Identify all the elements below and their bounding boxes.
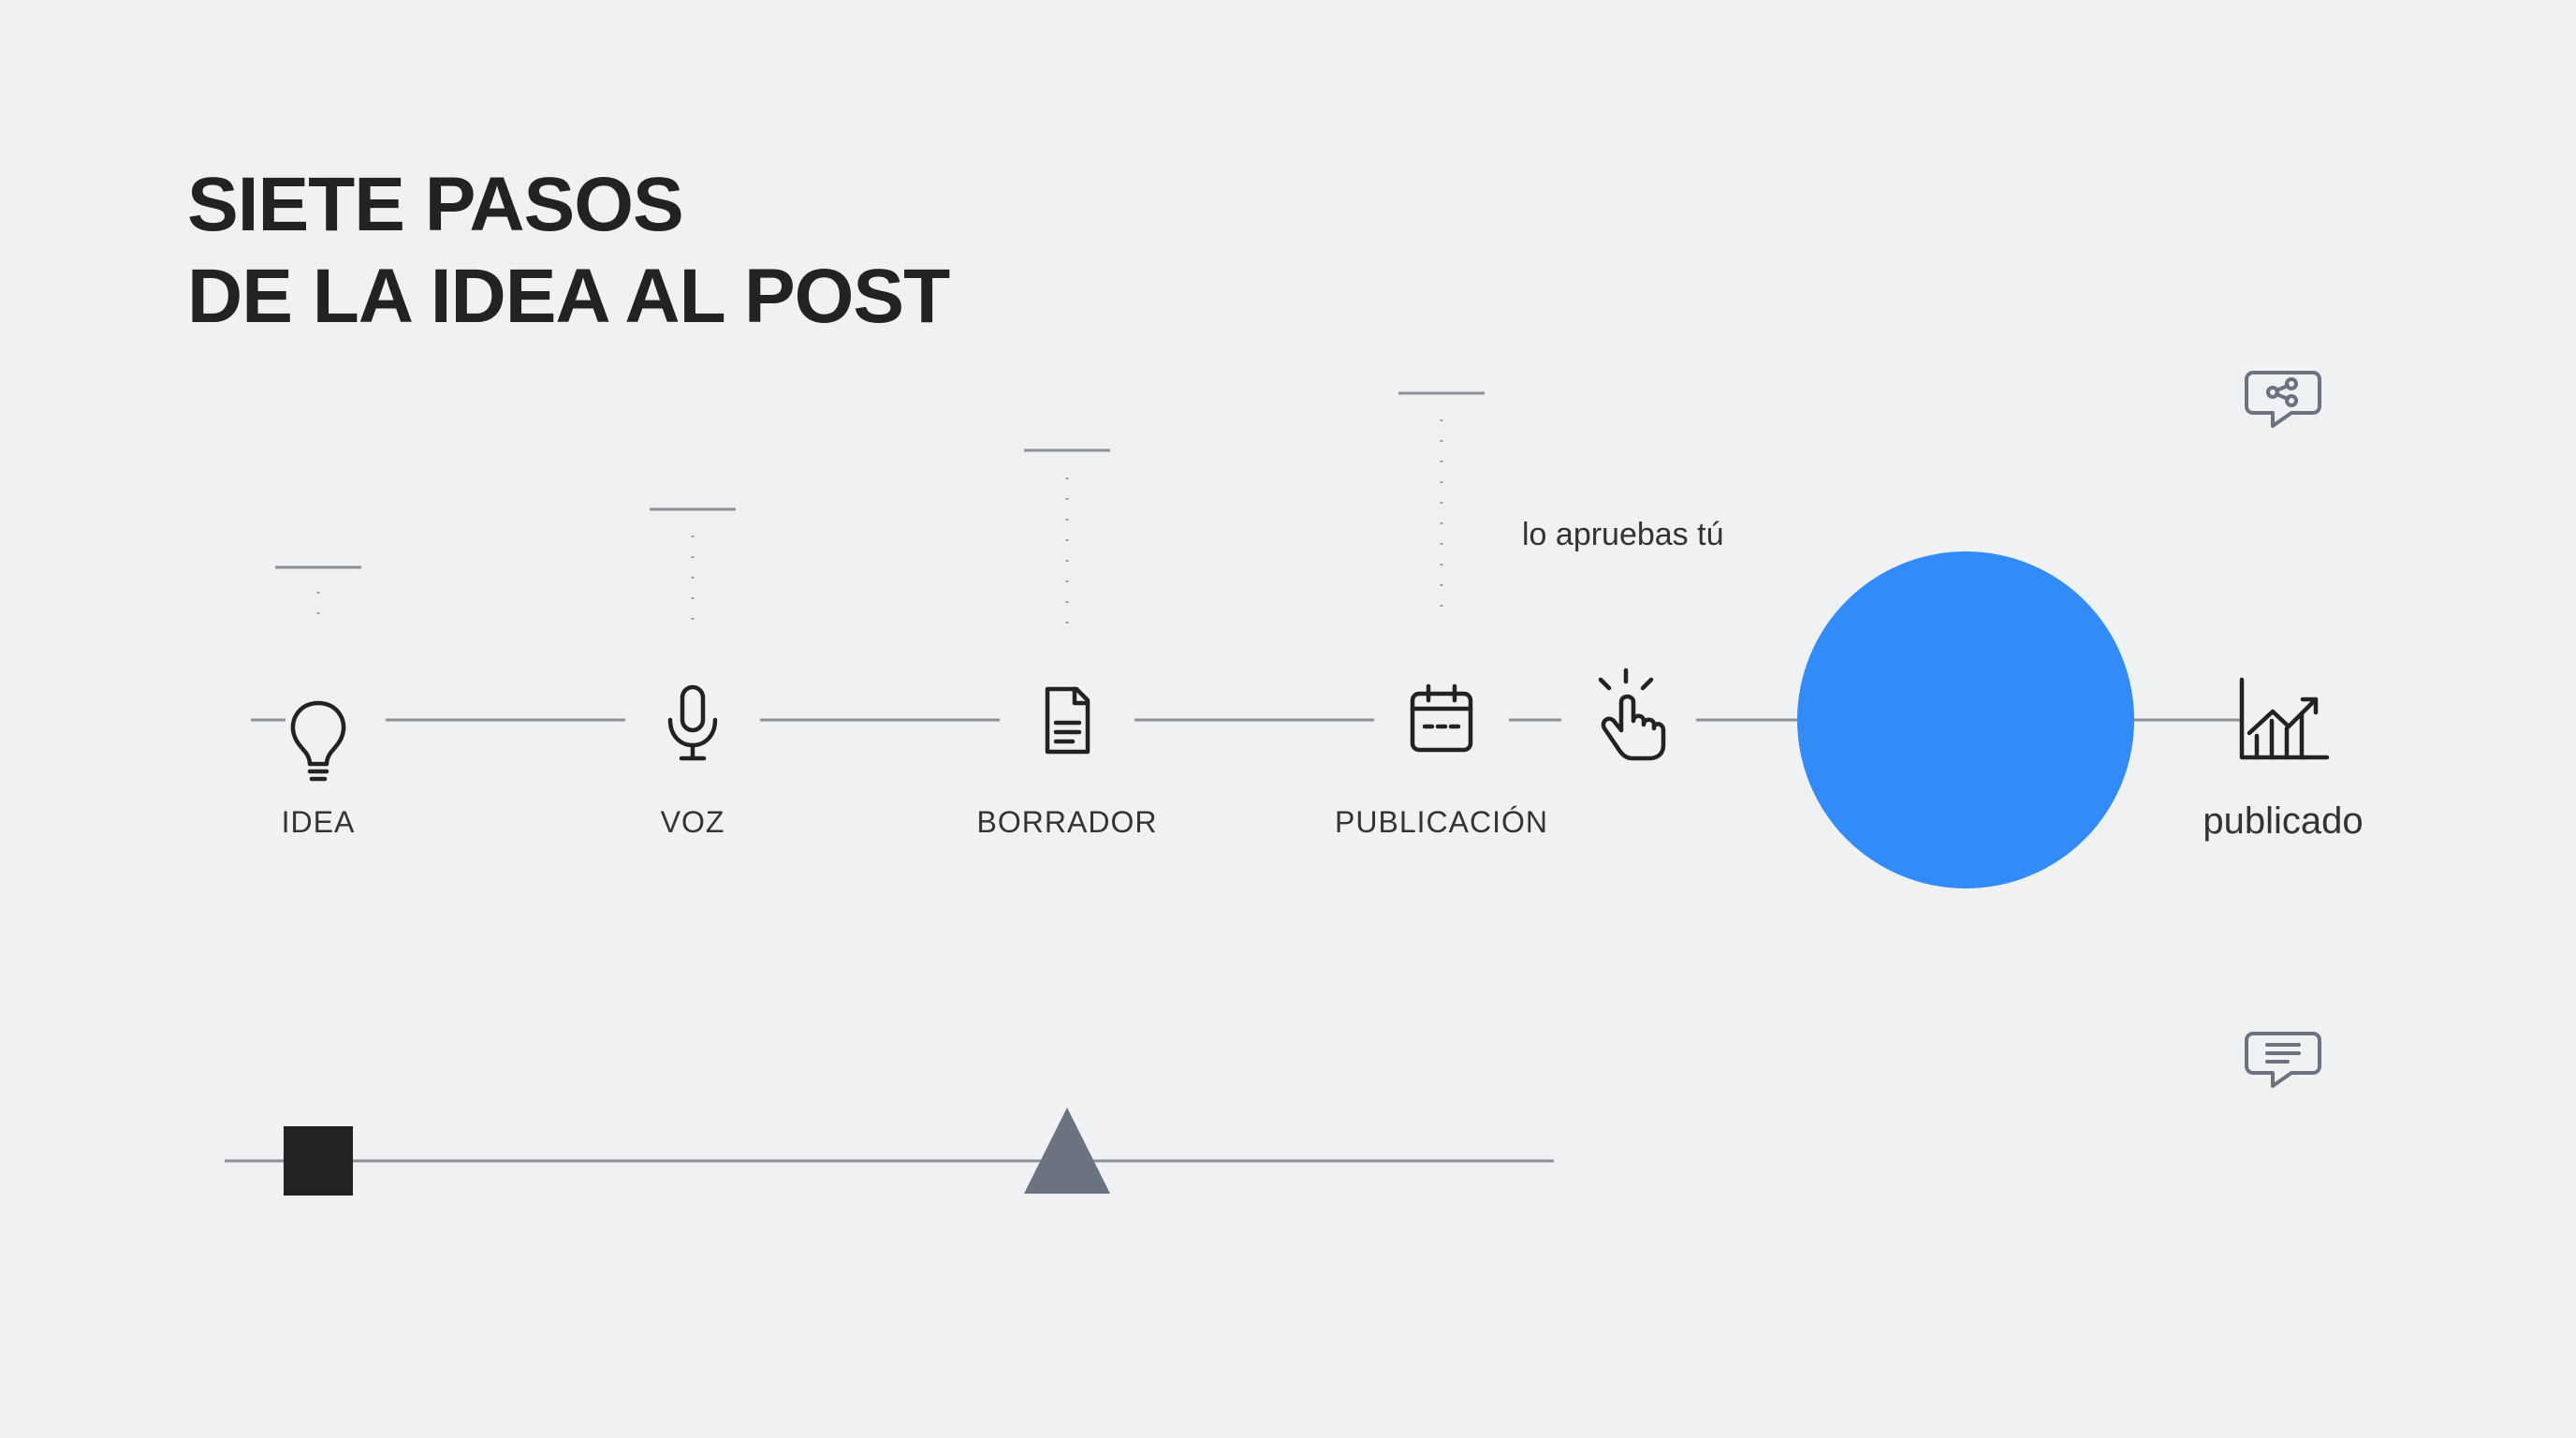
bottom-track: [225, 1108, 1554, 1196]
step-borrador: BORRADOR: [977, 686, 1158, 839]
square-marker: [284, 1126, 353, 1196]
step-label: VOZ: [661, 805, 725, 839]
lightbulb-icon: [290, 700, 346, 782]
step-voz: VOZ: [661, 684, 725, 839]
step-result: publicado: [2203, 677, 2364, 842]
height-markers: [275, 391, 1485, 625]
triangle-marker: [1024, 1108, 1110, 1194]
growth-chart-icon: [2239, 677, 2330, 760]
step-idea: IDEA: [282, 700, 356, 839]
approval-note: lo apruebas tú: [1522, 517, 1724, 552]
step-label: PUBLICACIÓN: [1335, 805, 1548, 839]
step-approval: lo apruebas tú: [1522, 517, 1724, 761]
step-label: IDEA: [282, 805, 356, 839]
message-chat-icon: [2245, 1032, 2321, 1088]
microphone-icon: [667, 684, 718, 761]
step-label: BORRADOR: [977, 805, 1158, 839]
calendar-icon: [1410, 683, 1473, 753]
accent-circle: [1797, 551, 2134, 888]
step-publicacion: PUBLICACIÓN: [1335, 683, 1548, 839]
page-title: SIETE PASOS DE LA IDEA AL POST: [187, 159, 950, 343]
tap-hand-icon: [1598, 668, 1666, 761]
share-chat-icon: [2245, 371, 2321, 428]
result-label: publicado: [2203, 800, 2363, 842]
document-icon: [1045, 686, 1090, 755]
title-line-2: DE LA IDEA AL POST: [187, 254, 950, 339]
title-line-1: SIETE PASOS: [187, 162, 684, 247]
